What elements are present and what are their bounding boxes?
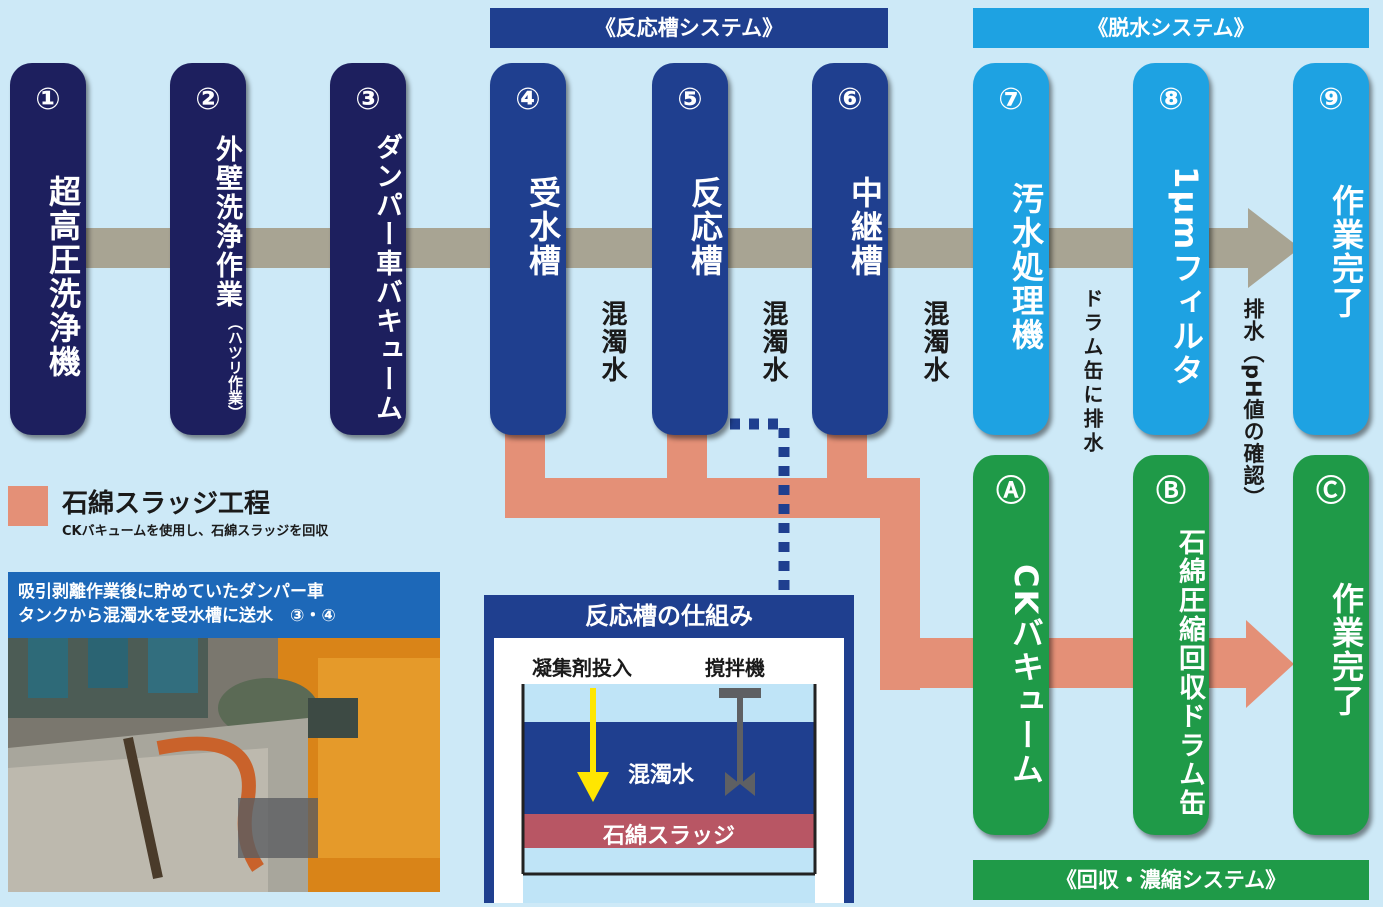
main-flow-arrowhead [1248, 208, 1300, 288]
stirrer-label: 撹拌機 [705, 656, 765, 680]
step-number: ③ [355, 82, 381, 117]
step-number: ⑦ [998, 82, 1024, 117]
label-drain-ph-check: 排水（pH値の確認） [1241, 298, 1265, 509]
asbestos-sludge-label: 石綿スラッジ [602, 824, 735, 849]
sludge-pipe-horizontal-1 [505, 478, 905, 518]
sludge-arrowhead [1246, 620, 1294, 708]
step-number: Ⓐ [996, 474, 1026, 509]
label-turbid-water-2: 混濁水 [758, 300, 788, 384]
reactor-tank [521, 684, 817, 903]
step-number: Ⓑ [1156, 474, 1186, 509]
label-drum-drain: ドラム缶に排水 [1080, 288, 1104, 456]
step-label: 汚水処理機 [1007, 182, 1045, 352]
turbid-water-label: 混濁水 [628, 763, 695, 788]
header-reactor-system: 《反応槽システム》 [490, 8, 888, 48]
step-b-asbestos-drum: Ⓑ 石綿圧縮回収ドラム缶 [1133, 455, 1209, 835]
legend-description: CKバキュームを使用し、石綿スラッジを回収 [62, 524, 329, 539]
step-8-1um-filter: ⑧ 1μmフィルタ [1133, 63, 1209, 435]
header-recovery-system: 《回収・濃縮システム》 [973, 860, 1369, 900]
step-5-reaction-tank: ⑤ 反応槽 [652, 63, 728, 435]
step-label: 超高圧洗浄機 [44, 175, 82, 379]
step-2-wall-washing: ② 外壁洗浄作業 （ハツリ作業） [170, 63, 246, 435]
step-label: 石綿圧縮回収ドラム缶 [1174, 528, 1205, 818]
step-label: ダンパー車バキューム [371, 132, 402, 423]
step-3-damper-truck-vacuum: ③ ダンパー車バキューム [330, 63, 406, 435]
step-label: CKバキューム [1007, 563, 1045, 787]
step-number: ① [35, 82, 61, 117]
step-number: ⑤ [677, 82, 703, 117]
step-number: ⑨ [1318, 82, 1344, 117]
legend-swatch [8, 486, 48, 526]
step-9-work-complete: ⑨ 作業完了 [1293, 63, 1369, 435]
step-a-ck-vacuum: Ⓐ CKバキューム [973, 455, 1049, 835]
step-label: 中継槽 [846, 176, 884, 278]
step-c-work-complete: Ⓒ 作業完了 [1293, 455, 1369, 835]
step-label: 作業完了 [1327, 582, 1365, 718]
label-turbid-water-1: 混濁水 [597, 300, 627, 384]
step-number: ⑧ [1158, 82, 1184, 117]
step-number: ② [195, 82, 221, 117]
step-7-wastewater-treatment: ⑦ 汚水処理機 [973, 63, 1049, 435]
step-label: 受水槽 [524, 176, 562, 278]
photo-caption-line1: 吸引剥離作業後に貯めていたダンパー車 [18, 582, 324, 602]
step-label: 外壁洗浄作業 [211, 134, 242, 309]
step-sublabel: （ハツリ作業） [226, 314, 244, 420]
coagulant-label: 凝集剤投入 [532, 656, 632, 680]
step-4-receiving-tank: ④ 受水槽 [490, 63, 566, 435]
dotted-connector [730, 418, 790, 598]
step-number: ⑥ [837, 82, 863, 117]
header-dewater-system: 《脱水システム》 [973, 8, 1369, 48]
legend-title: 石綿スラッジ工程 [62, 489, 271, 519]
photo-caption-line2: タンクから混濁水を受水槽に送水 ③・④ [18, 606, 336, 626]
step-number: ④ [515, 82, 541, 117]
step-number: Ⓒ [1316, 474, 1346, 509]
step-6-relay-tank: ⑥ 中継槽 [812, 63, 888, 435]
photo-caption: 吸引剥離作業後に貯めていたダンパー車 タンクから混濁水を受水槽に送水 ③・④ [8, 572, 440, 638]
step-label: 作業完了 [1327, 184, 1365, 320]
step-label: 反応槽 [686, 176, 724, 278]
step-label: 1μmフィルタ [1167, 166, 1205, 388]
site-photo [8, 638, 440, 892]
step-1-high-pressure-washer: ① 超高圧洗浄機 [10, 63, 86, 435]
label-turbid-water-3: 混濁水 [919, 300, 949, 384]
reactor-mechanism-title: 反応槽の仕組み [585, 602, 753, 630]
